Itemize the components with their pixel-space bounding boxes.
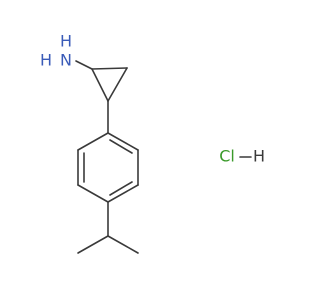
structure-canvas: H H N Cl H [39,31,266,254]
chlorine-label: Cl [219,147,235,166]
molecule-structure: H H N Cl H [40,32,265,254]
bond-ring-inner-1 [109,139,133,154]
bond-ring-3 [107,184,139,203]
bond-ring-inner-2 [109,181,133,196]
bond-c3-c1 [91,68,109,102]
bond-ch-me1 [77,235,109,254]
amine-n-label: N [60,51,72,70]
bond-ring-1 [107,132,139,151]
bond-c1-n [75,60,93,70]
bond-ch-me2 [107,235,139,254]
bond-ring-6 [77,132,109,151]
bond-c1-c2 [91,67,128,70]
amine-h-top-label: H [60,32,72,51]
bond-ring-4 [77,184,109,203]
bond-c2-c3 [107,67,128,102]
amine-h-left-label: H [40,51,52,70]
salt-hydrogen-label: H [253,147,265,166]
